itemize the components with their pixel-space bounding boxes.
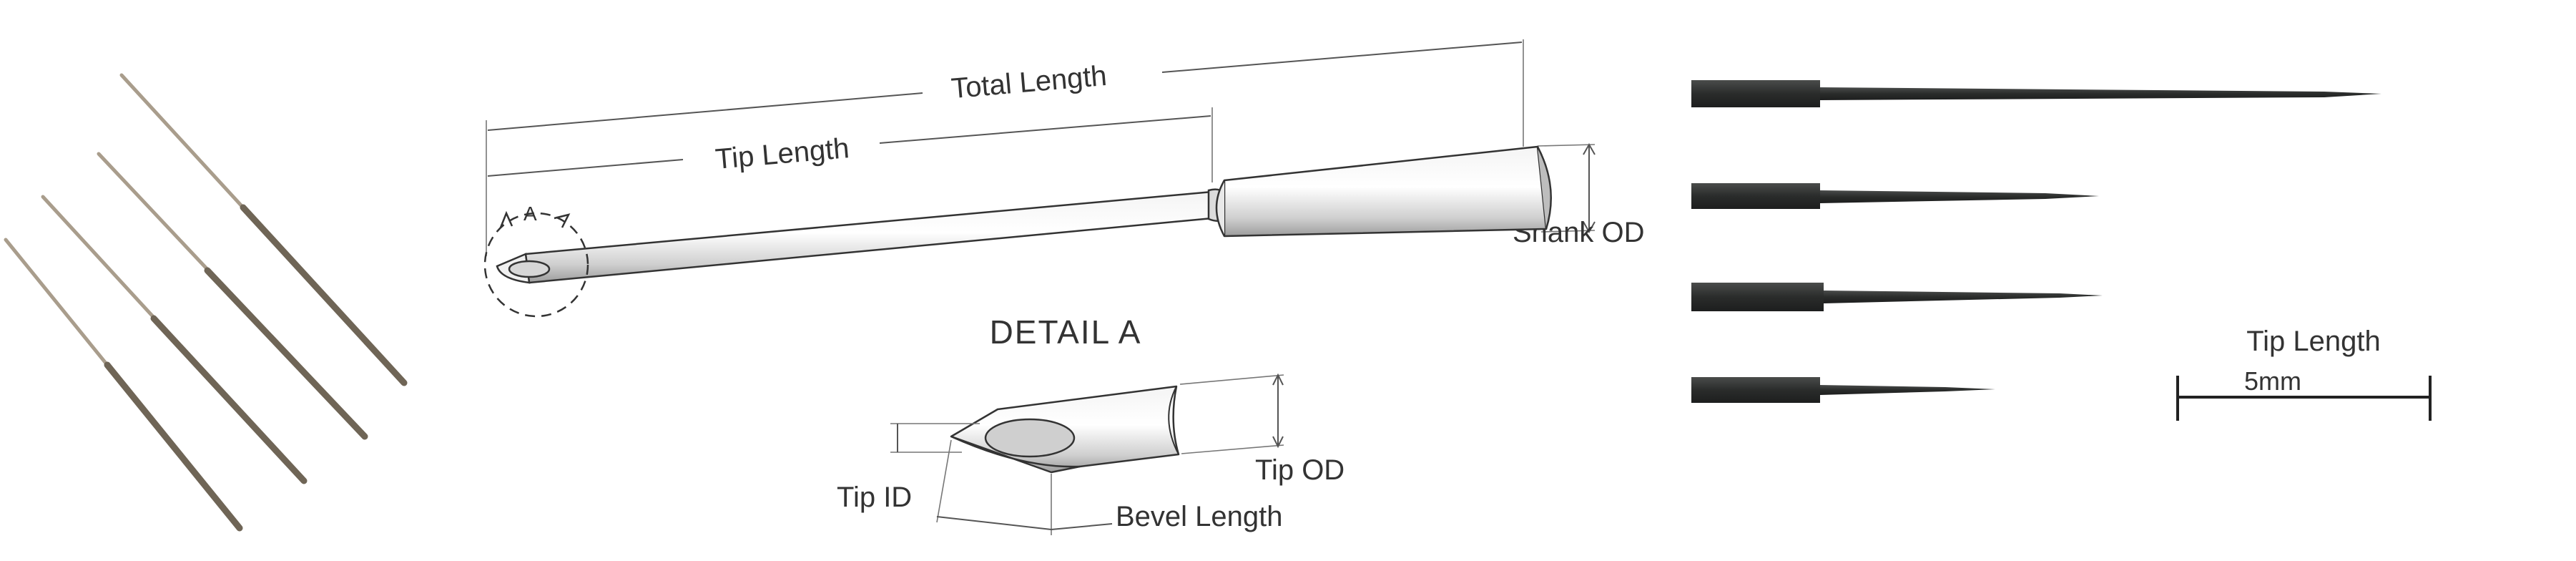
extension-line [1540,230,1596,233]
scale-bar-title: Tip Length [2246,326,2381,357]
tip-length-dimension: Tip Length [487,115,1211,177]
needle-technical-drawing: Total Length Tip Length Shank OD [483,39,1645,318]
needle-photo [97,152,368,440]
detail-a-callout: A [483,203,589,318]
needle-photo [119,73,408,386]
needle-tube [524,190,1214,284]
tip-photo-shank [1691,283,1824,311]
needle-lumen [508,260,551,278]
tip-photo-needle [1820,87,2381,100]
needle-shank-front [1215,180,1226,237]
needle-photo [4,238,243,532]
tip-photo-row [1691,377,1995,403]
total-length-label: Total Length [950,60,1108,104]
tip-photo-shank [1691,80,1820,107]
detail-a-view: DETAIL A Tip OD Tip ID Bevel [837,313,1344,535]
tip-id-dimension: Tip ID [837,423,980,513]
bevel-length-dimension: Bevel Length [936,439,1283,535]
needle-photo [41,195,308,484]
tip-photo-needle [1820,385,1995,395]
tip-length-label: Tip Length [714,132,851,175]
total-length-dimension: Total Length [487,42,1523,131]
detail-lumen [984,418,1076,458]
tip-photo-shank [1691,377,1820,403]
tip-od-label: Tip OD [1255,454,1344,486]
extension-line [1537,144,1596,147]
needle-photos-group [4,73,408,532]
detail-title: DETAIL A [990,313,1142,351]
tip-photo-row [1691,80,2381,107]
detail-arrow-icon [499,210,513,228]
detail-break-line [1168,386,1179,455]
needle-shank [1223,145,1548,238]
tip-photo-row [1691,183,2099,209]
tip-photo-row [1691,283,2103,311]
detail-marker-label: A [523,203,537,225]
detail-circle [483,212,589,318]
tip-photo-shank [1691,183,1820,209]
detail-arrow-icon [554,213,571,228]
scale-bar-value: 5mm [2244,366,2301,396]
tip-photo-needle [1820,190,2099,203]
tip-photo-needle [1824,291,2103,303]
detail-bevel-edge [950,435,1081,468]
scale-bar: Tip Length 5mm [2176,326,2432,421]
tip-od-dimension: Tip OD [1179,373,1344,486]
needle-shank-end [1536,146,1552,230]
tip-id-label: Tip ID [837,482,912,513]
tip-length-photos: Tip Length 5mm [1691,80,2432,421]
bevel-length-label: Bevel Length [1116,501,1283,532]
